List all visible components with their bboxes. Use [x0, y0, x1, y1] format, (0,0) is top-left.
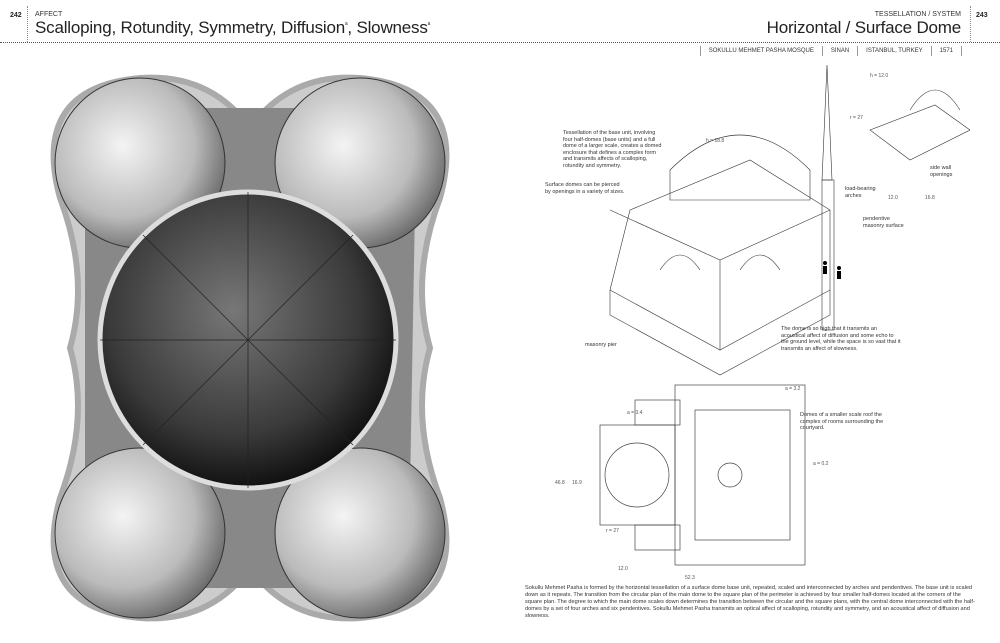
- annotation-dome-high: The dome is so high that it transmits an…: [781, 326, 901, 352]
- title-part: , Slowness: [347, 18, 428, 37]
- plan-dim-r: r = 27: [606, 528, 619, 534]
- meta-building: SOKULLU MEHMET PASHA MOSQUE: [699, 46, 822, 56]
- plan-dim-w1: 12.0: [618, 566, 628, 572]
- dim-2: 16.8: [925, 195, 935, 201]
- axonometric-drawing: [609, 64, 970, 376]
- building-meta: SOKULLU MEHMET PASHA MOSQUE SINAN ISTANB…: [699, 46, 962, 56]
- meta-year: 1571: [930, 46, 962, 56]
- dome-ceiling-render: [50, 74, 450, 622]
- sound-icon: ᵃ: [427, 21, 431, 29]
- dim-r-small: r = 27: [850, 115, 863, 121]
- plan-dim-h2: 16.9: [572, 480, 582, 486]
- annotation-surface-domes: Surface domes can be pierced by openings…: [545, 182, 625, 195]
- dim-h-small: h = 12.0: [870, 73, 889, 79]
- divider: [970, 6, 971, 42]
- plan-dim-h1: 46.8: [555, 480, 565, 486]
- page-number-right: 243: [976, 12, 988, 19]
- annotation-tessellation: Tessellation of the base unit, involving…: [563, 130, 662, 169]
- divider: [27, 6, 28, 42]
- right-title: Horizontal / Surface Dome: [766, 18, 962, 37]
- plan-dim-w2: 52.3: [685, 575, 695, 581]
- sound-icon: ᵃ: [345, 21, 348, 29]
- page-number-left: 242: [10, 12, 22, 19]
- annotation-masonry-pier: masonry pier: [585, 342, 617, 348]
- annotation-load-bearing: load-bearing arches: [845, 186, 876, 199]
- annotation-pendentive: pendentive masonry surface: [863, 216, 904, 229]
- annotation-side-wall: side wall openings: [930, 165, 953, 178]
- right-kicker: TESSELLATION / SYSTEM: [874, 11, 961, 18]
- dim-h-main: h = 18.8: [706, 138, 725, 144]
- left-kicker: AFFECT: [35, 11, 63, 18]
- floor-plan: [599, 384, 806, 566]
- meta-architect: SINAN: [821, 46, 857, 56]
- plan-dim-a3: a = 0.2: [813, 461, 829, 467]
- title-part: Scalloping, Rotundity, Symmetry, Diffusi…: [35, 18, 346, 37]
- dim-1: 12.0: [888, 195, 898, 201]
- left-title: Scalloping, Rotundity, Symmetry, Diffusi…: [35, 18, 430, 38]
- header-rule: [0, 42, 1000, 43]
- plan-dim-a2: a = 3.4: [627, 410, 643, 416]
- caption: Sokullu Mehmet Pasha is formed by the ho…: [525, 585, 975, 619]
- plan-dim-a1: a = 3.2: [785, 386, 801, 392]
- meta-location: ISTANBUL, TURKEY: [857, 46, 930, 56]
- human-figures-icon: [823, 261, 841, 279]
- annotation-smaller-domes: Domes of a smaller scale roof the comple…: [800, 412, 884, 432]
